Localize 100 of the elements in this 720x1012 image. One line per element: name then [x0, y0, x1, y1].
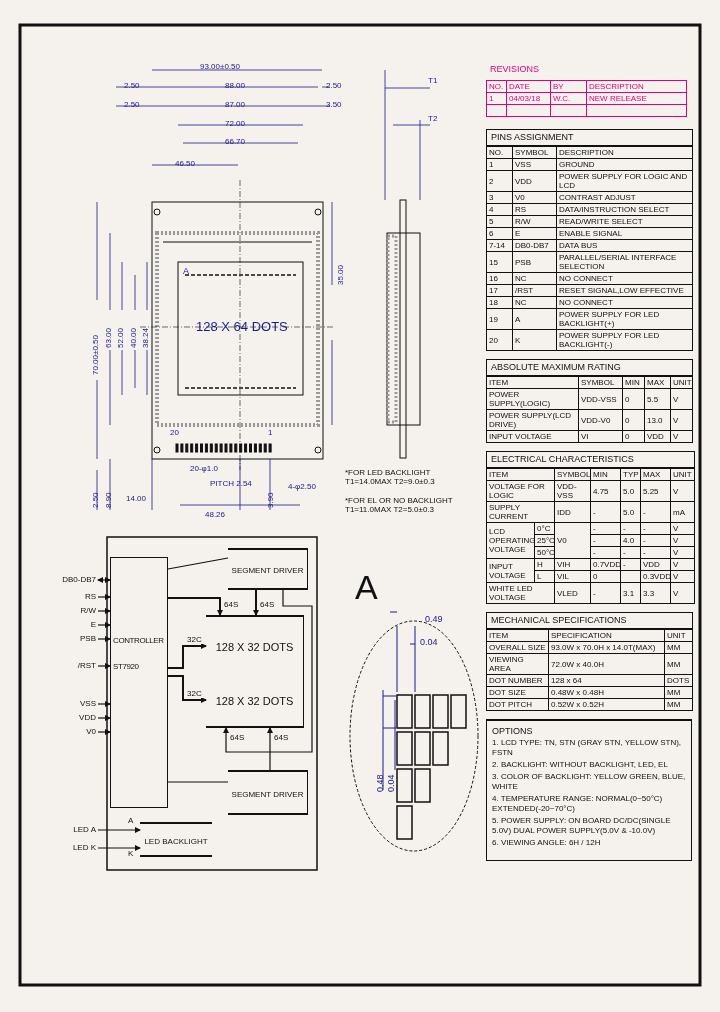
table-cell: K: [512, 329, 557, 351]
table-cell: VDD: [512, 170, 557, 192]
table-cell: VDD-VSS: [578, 388, 623, 410]
table-cell: V: [670, 582, 695, 604]
dimension-label: 70.00±0.50: [91, 335, 100, 375]
pin-label: LED K: [48, 843, 96, 853]
table-cell: POWER SUPPLY FOR LED BACKLIGHT(+): [556, 308, 693, 330]
dimension-label: 2.50: [91, 492, 100, 508]
table-cell: 5.5: [644, 388, 671, 410]
table-cell: 1: [486, 92, 507, 105]
table-cell: INPUT VOLTAGE: [486, 430, 579, 443]
note-text: *FOR LED BACKLIGHT T1=14.0MAX T2=9.0±0.3: [345, 468, 436, 486]
table-cell: E: [512, 227, 557, 240]
arrow: [97, 729, 111, 735]
dimension-label: 14.00: [126, 494, 147, 503]
node-label: SEGMENT DRIVER: [230, 566, 305, 575]
table-cell: 19: [486, 308, 513, 330]
table-cell: 5: [486, 215, 513, 228]
table-cell: -: [590, 534, 621, 547]
table-cell: PARALLEL/SERIAL INTERFACE SELECTION: [556, 251, 693, 273]
dimension-label: 93.00±0.50: [200, 62, 240, 71]
table-cell: 3.1: [620, 582, 641, 604]
backlight-box: [140, 822, 212, 857]
table-title: ELECTRICAL CHARACTERISTICS: [486, 451, 695, 468]
node-label: 128 X 32 DOTS: [214, 640, 295, 653]
pin-label: LED A: [48, 825, 96, 835]
header-cell: NO.: [486, 146, 513, 159]
node-label: CONTROLLER: [113, 636, 164, 645]
table-cell: MM: [664, 698, 693, 711]
table-cell: NC: [512, 296, 557, 309]
table-cell: -: [620, 522, 641, 535]
dimension-label: T2: [428, 114, 438, 123]
table-cell: V: [670, 522, 695, 535]
table-cell: 4.75: [590, 480, 621, 502]
table-cell: POWER SUPPLY(LOGIC): [486, 388, 579, 410]
table-cell: VOLTAGE FOR LOGIC: [486, 480, 555, 502]
drawing-label: 20: [170, 428, 179, 437]
table-cell: DOTS: [664, 674, 693, 687]
header-cell: ITEM: [486, 629, 549, 642]
table-cell: 5.25: [640, 480, 671, 502]
table-cell: PSB: [512, 251, 557, 273]
drawing-label: A: [183, 266, 189, 276]
table-cell: 3: [486, 191, 513, 204]
arrow: [97, 577, 111, 583]
display-area: [206, 615, 304, 672]
table-cell: VIL: [554, 570, 591, 583]
table-cell: W.C.: [550, 92, 587, 105]
table-cell: VIH: [554, 558, 591, 571]
table-cell: SUPPLY CURRENT: [486, 501, 555, 523]
header-cell: SYMBOL: [554, 468, 591, 481]
table-cell: V: [670, 409, 693, 431]
arrow: [97, 701, 111, 707]
node-label: ST7920: [113, 662, 139, 671]
connector-line: [167, 557, 229, 570]
table-cell: V: [670, 430, 693, 443]
header-cell: DESCRIPTION: [556, 146, 693, 159]
header-cell: TYP: [620, 468, 641, 481]
pin-label: VSS: [48, 699, 96, 709]
dimension-label: 88.00: [225, 81, 246, 90]
arrow: [97, 608, 111, 614]
arrow: [167, 643, 207, 669]
driver-box: [228, 770, 308, 815]
arrow: [167, 597, 223, 616]
arrow: [97, 594, 111, 600]
table-cell: RESET SIGNAL,LOW EFFECTIVE: [556, 284, 693, 297]
table-cell: mA: [670, 501, 695, 523]
table-cell: 04/03/18: [506, 92, 551, 105]
table-cell: DOT PITCH: [486, 698, 549, 711]
table-cell: 5.0: [620, 480, 641, 502]
pin-label: E: [48, 620, 96, 630]
pin-label: RS: [48, 592, 96, 602]
table-cell: POWER SUPPLY FOR LOGIC AND LCD: [556, 170, 693, 192]
dimension-label: 20-φ1.0: [190, 464, 218, 473]
header-cell: SPECIFICATION: [548, 629, 665, 642]
table-cell: 93.0W x 70.0H x 14.0T(MAX): [548, 641, 665, 654]
table-cell: 0: [622, 409, 645, 431]
table-cell: NC: [512, 272, 557, 285]
header-cell: NO.: [486, 80, 507, 93]
table-cell: DB0-DB7: [512, 239, 557, 252]
table-cell: 3.3: [640, 582, 671, 604]
table-cell: V0: [512, 191, 557, 204]
dimension-label: 63.00: [104, 327, 113, 348]
table-cell: H: [534, 558, 555, 571]
table-cell: GROUND: [556, 158, 693, 171]
table-cell: DATA BUS: [556, 239, 693, 252]
dimension-label: 3.50: [326, 100, 342, 109]
table-cell: VI: [578, 430, 623, 443]
table-cell: NO CONNECT: [556, 296, 693, 309]
table-title: MECHANICAL SPECIFICATIONS: [486, 612, 693, 629]
table-cell: 7-14: [486, 239, 513, 252]
edge-label: 64S: [259, 600, 276, 609]
table-title: OPTIONS: [492, 726, 534, 736]
table-cell: V0: [554, 522, 591, 559]
table-cell: 18: [486, 296, 513, 309]
arrow: [97, 827, 141, 833]
dimension-label: PITCH 2.54: [210, 479, 252, 488]
table-cell: 0°C: [534, 522, 555, 535]
dimension-label: 0.49: [425, 614, 443, 624]
dimension-label: 35.00: [336, 264, 345, 285]
table-cell: 13.0: [644, 409, 671, 431]
